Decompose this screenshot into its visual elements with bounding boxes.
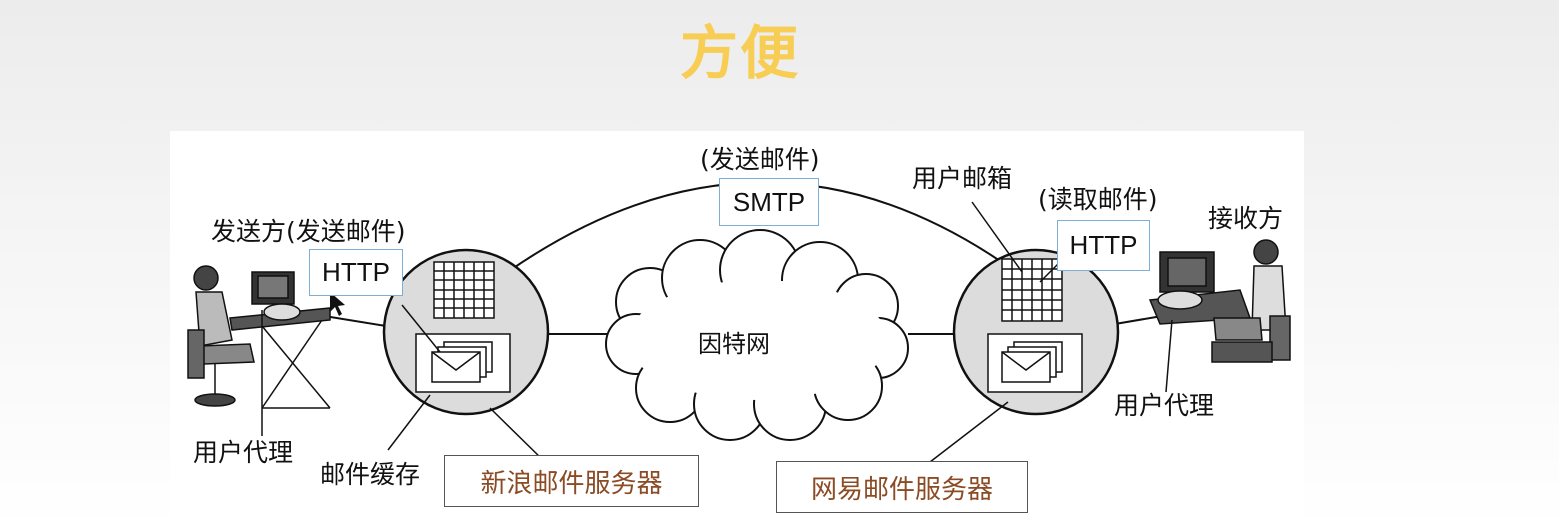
receiver-person-icon [261, 239, 1291, 436]
sender-agent-label: 用户代理 [193, 438, 294, 467]
left-mailbox-grid-icon [433, 261, 495, 319]
slide-title: 方便 [679, 19, 800, 87]
right-mail-cache-icon [1001, 341, 1063, 383]
smtp-protocol-box: SMTP [719, 178, 819, 226]
right-server-label-pointer [929, 401, 1009, 463]
cloud-label: 因特网 [698, 330, 770, 358]
smtp-label: SMTP [732, 186, 806, 217]
sender-to-cache-pointer [401, 304, 441, 353]
left-server [382, 248, 550, 463]
cache-label-pointer [387, 394, 431, 451]
left-mail-cache-icon [431, 341, 493, 383]
left-server-label-pointer [489, 407, 546, 463]
sender-person-icon [187, 265, 331, 409]
sender-http-box: HTTP [309, 249, 403, 296]
left-server-name: 新浪邮件服务器 [480, 468, 663, 499]
receiver-title: 接收方 [1208, 204, 1284, 233]
receiver-http-box: HTTP [1057, 220, 1150, 271]
right-server-to-receiver-line [1114, 315, 1163, 325]
mailbox-label: 用户邮箱 [912, 164, 1013, 193]
right-server-name-box: 网易邮件服务器 [776, 461, 1028, 513]
sender-title: 发送方(发送邮件) [211, 217, 406, 246]
receiver-note: (读取邮件) [1038, 185, 1158, 214]
receiver-http-label: HTTP [1069, 230, 1138, 260]
sender-http-label: HTTP [322, 257, 390, 287]
right-http-pointer [1039, 261, 1061, 283]
left-server-name-box: 新浪邮件服务器 [444, 455, 699, 507]
right-server-name: 网易邮件服务器 [810, 474, 993, 505]
right-server [929, 201, 1120, 463]
mail-cache-label: 邮件缓存 [320, 460, 421, 489]
receiver-agent-label: 用户代理 [1114, 391, 1215, 420]
mailbox-label-pointer [971, 201, 1023, 273]
smtp-note: (发送邮件) [700, 145, 820, 174]
mouse-cursor-icon [330, 292, 345, 316]
internet-cloud [605, 229, 909, 441]
